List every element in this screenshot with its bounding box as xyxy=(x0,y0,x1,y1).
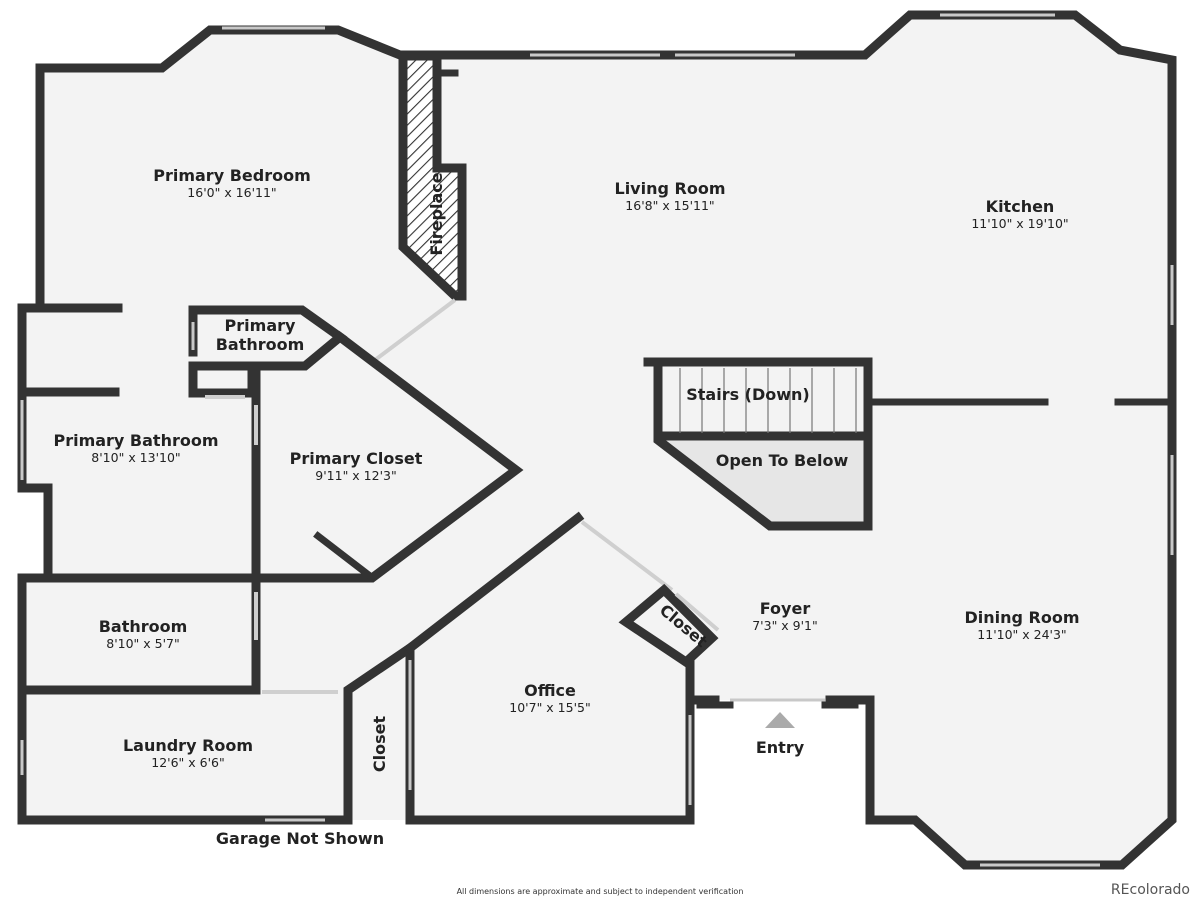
brand-watermark: REcolorado xyxy=(1111,882,1190,898)
doorway xyxy=(580,520,674,592)
room-name-primary-bathroom: Primary Bathroom xyxy=(53,431,218,450)
office-wall xyxy=(403,511,585,655)
room-dim-kitchen: 11'10" x 19'10" xyxy=(971,216,1068,231)
foyer-closet-wall xyxy=(618,583,719,668)
room-dim-foyer: 7'3" x 9'1" xyxy=(752,618,818,633)
room-name-primary-bathroom-small-2: Bathroom xyxy=(216,335,305,354)
room-name-living-room: Living Room xyxy=(615,179,726,198)
fireplace-wall xyxy=(398,53,467,301)
room-dim-laundry-room: 12'6" x 6'6" xyxy=(151,755,224,770)
closet-label-office: Closet xyxy=(370,716,389,773)
doorway xyxy=(373,298,457,362)
room-dim-office: 10'7" x 15'5" xyxy=(509,700,590,715)
open-to-below-label: Open To Below xyxy=(716,451,849,470)
room-name-office: Office xyxy=(524,681,576,700)
entry-label: Entry xyxy=(756,738,805,757)
room-dim-dining-room: 11'10" x 24'3" xyxy=(977,627,1066,642)
stairs-label: Stairs (Down) xyxy=(686,385,810,404)
room-name-dining-room: Dining Room xyxy=(964,608,1079,627)
stairs-wall xyxy=(643,357,873,531)
room-dim-bathroom: 8'10" x 5'7" xyxy=(106,636,179,651)
entry-arrow-icon xyxy=(765,712,795,728)
room-dim-primary-bathroom: 8'10" x 13'10" xyxy=(91,450,180,465)
room-name-primary-closet: Primary Closet xyxy=(290,449,423,468)
open-to-below-area xyxy=(658,440,866,526)
disclaimer: All dimensions are approximate and subje… xyxy=(457,887,744,896)
fireplace-label: Fireplace xyxy=(427,172,446,255)
stair-treads xyxy=(679,368,857,433)
floor-area xyxy=(22,15,1172,865)
primary-bathroom-small-wall xyxy=(188,305,348,398)
primary-closet-wall xyxy=(245,330,524,583)
room-dim-primary-closet: 9'11" x 12'3" xyxy=(315,468,396,483)
room-dim-living-room: 16'8" x 15'11" xyxy=(625,198,714,213)
room-name-primary-bedroom: Primary Bedroom xyxy=(153,166,311,185)
room-name-kitchen: Kitchen xyxy=(986,197,1055,216)
room-dim-primary-bedroom: 16'0" x 16'11" xyxy=(187,185,276,200)
exterior-wall xyxy=(35,10,1177,870)
wall xyxy=(313,531,375,581)
room-name-bathroom: Bathroom xyxy=(99,617,188,636)
room-name-primary-bathroom-small-1: Primary xyxy=(225,316,296,335)
doorway xyxy=(674,592,720,632)
exterior-wall-west xyxy=(17,303,350,825)
garage-note: Garage Not Shown xyxy=(216,829,384,848)
room-name-laundry-room: Laundry Room xyxy=(123,736,253,755)
room-name-foyer: Foyer xyxy=(760,599,811,618)
